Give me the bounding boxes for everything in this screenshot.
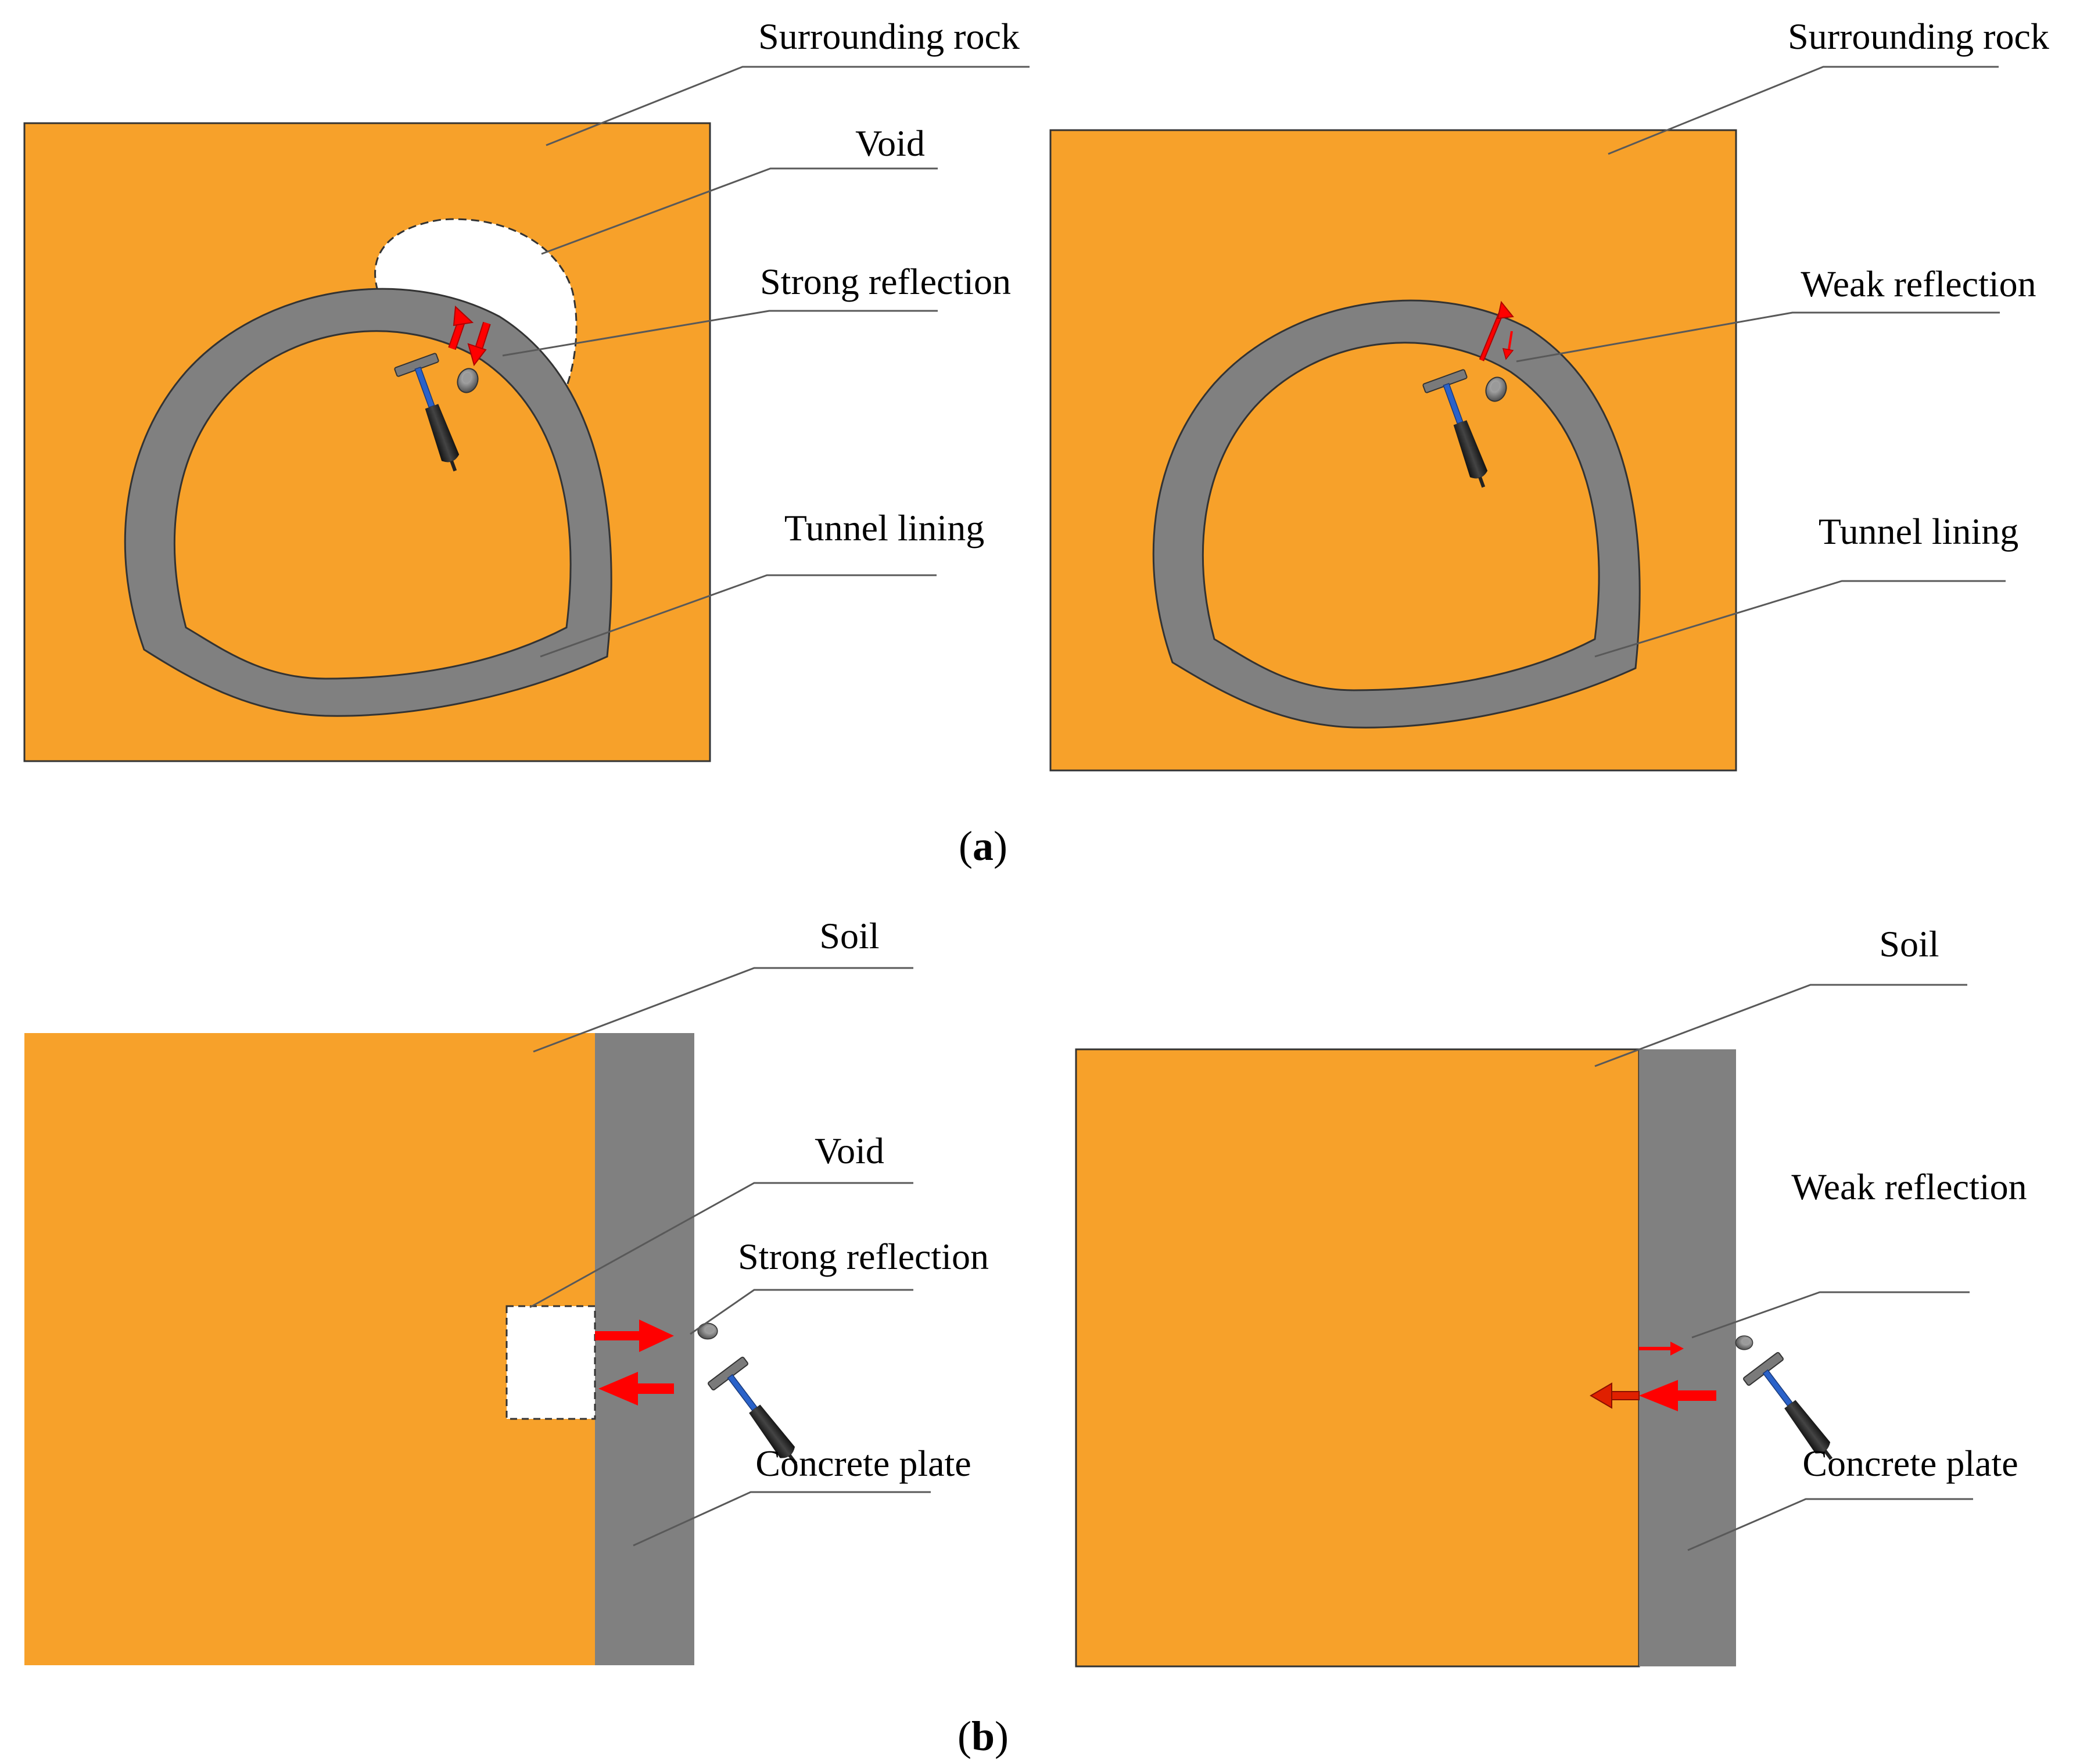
- surrounding-rock-block: [23, 122, 711, 762]
- leader-lines: [1594, 984, 1973, 1551]
- label-weak-reflection: Weak reflection: [1791, 1166, 2027, 1207]
- caption-b-letter: b: [971, 1713, 995, 1759]
- svg-text:(b): (b): [957, 1713, 1009, 1759]
- tunnel-lining-ring: [124, 288, 612, 717]
- label-concrete-plate: Concrete plate: [1802, 1443, 2018, 1484]
- caption-b: (b): [957, 1713, 1009, 1759]
- void-cavity: [505, 1305, 596, 1420]
- label-concrete-plate: Concrete plate: [755, 1443, 971, 1484]
- soil-block: [1075, 1048, 1640, 1668]
- leader-lines: [502, 66, 1030, 658]
- label-strong-reflection: Strong reflection: [738, 1236, 989, 1277]
- caption-a-letter: a: [973, 823, 994, 869]
- panel-a-left: Surrounding rock Void Strong reflection …: [23, 16, 1030, 762]
- panel-a-right: Surrounding rock Weak reflection Tunnel …: [1049, 16, 2049, 772]
- surrounding-rock-block: [1049, 129, 1737, 772]
- strong-reflection-arrows: [595, 1320, 674, 1406]
- label-strong-reflection: Strong reflection: [760, 261, 1011, 302]
- label-surrounding-rock: Surrounding rock: [1788, 16, 2049, 57]
- caption-a: (a): [959, 823, 1007, 869]
- label-void: Void: [855, 123, 925, 164]
- label-soil: Soil: [819, 915, 879, 956]
- sensor-icon: [1735, 1335, 1753, 1350]
- tunnel-lining-ring: [1152, 299, 1641, 729]
- weak-reflection-arrows: [1590, 1342, 1716, 1411]
- label-void: Void: [815, 1130, 884, 1171]
- leader-lines: [529, 967, 931, 1547]
- concrete-plate: [1639, 1049, 1736, 1666]
- label-tunnel-lining: Tunnel lining: [784, 507, 984, 548]
- panel-b-left: Soil Void Strong reflection Concrete pla…: [24, 915, 989, 1665]
- svg-text:(a): (a): [959, 823, 1007, 869]
- label-weak-reflection: Weak reflection: [1801, 263, 2036, 304]
- label-tunnel-lining: Tunnel lining: [1819, 511, 2018, 552]
- label-soil: Soil: [1879, 923, 1939, 965]
- soil-block: [24, 1033, 595, 1665]
- panel-b-right: Soil Weak reflection Concrete plate: [1075, 923, 2027, 1668]
- leader-lines: [1516, 66, 2006, 658]
- strong-reflection-arrows: [448, 305, 491, 367]
- weak-reflection-arrows: [1479, 300, 1514, 361]
- label-surrounding-rock: Surrounding rock: [758, 16, 1020, 57]
- sensor-icon: [697, 1322, 718, 1340]
